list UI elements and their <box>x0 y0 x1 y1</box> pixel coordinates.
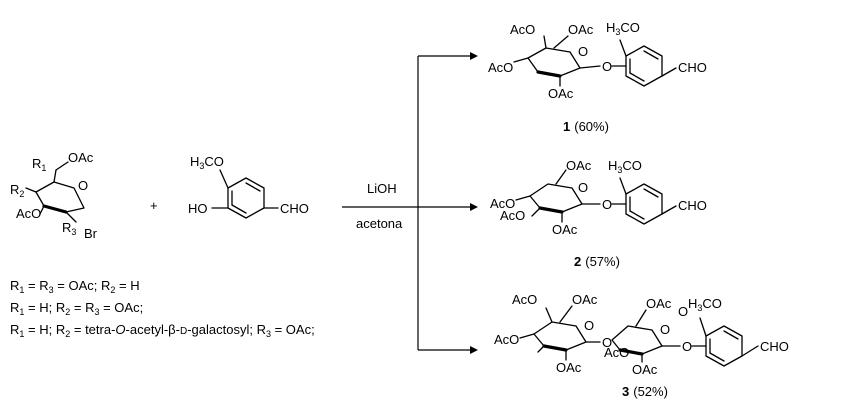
aldehyde-label: CHO <box>280 201 309 216</box>
p2-yield-label: 2(57%) <box>574 254 620 269</box>
p3-aco-top: AcO <box>512 292 537 307</box>
hydroxy-label: HO <box>188 201 208 216</box>
p2-oac-top: OAc <box>566 158 592 173</box>
p1-aco-left: AcO <box>488 60 513 75</box>
p1-yield-label: 1(60%) <box>563 119 609 134</box>
p3-ring-oxygen-2: O <box>660 322 670 337</box>
p3-glycosidic-oxygen: O <box>682 339 692 354</box>
product-2: OAc H3CO AcO AcO O O CHO OAc 2(57%) <box>490 158 707 269</box>
substituent-note-2: R1 = H; R2 = R3 = OAc; <box>10 300 143 317</box>
p1-methoxy: H3CO <box>606 20 640 37</box>
reactant-sugar: R1 OAc R2 O AcO R3 Br <box>10 150 98 241</box>
p2-ring-oxygen: O <box>578 180 588 195</box>
p3-oac-top-1: OAc <box>572 292 598 307</box>
substituent-note-1: R1 = R3 = OAc; R2 = H <box>10 278 140 295</box>
methoxy-label: H3CO <box>190 154 224 171</box>
r1-label: R1 <box>32 156 46 173</box>
p3-oac-bottom-2: OAc <box>632 362 658 377</box>
aco-label: AcO <box>16 206 41 221</box>
oac-label: OAc <box>68 150 94 165</box>
p1-oac-top: OAc <box>568 22 594 37</box>
p2-aldehyde: CHO <box>678 198 707 213</box>
substituent-note-3: R1 = H; R2 = tetra-O-acetyl-β-D-galactos… <box>10 322 315 339</box>
p2-aco-left-1: AcO <box>490 196 515 211</box>
reactant-vanillin: H3CO HO CHO <box>188 154 309 219</box>
p3-aco-left: AcO <box>494 332 519 347</box>
p2-aco-left-2: AcO <box>500 208 525 223</box>
p3-oac-top-2: OAc <box>646 296 672 311</box>
p1-glycosidic-oxygen: O <box>602 59 612 74</box>
p1-oac-bottom: OAc <box>548 86 574 101</box>
r2-label: R2 <box>10 182 24 199</box>
substituent-notes: R1 = R3 = OAc; R2 = H R1 = H; R2 = R3 = … <box>10 278 315 339</box>
reaction-arrows <box>342 52 478 354</box>
p2-glycosidic-oxygen: O <box>602 197 612 212</box>
br-label: Br <box>84 226 98 241</box>
p3-aco-mid: AcO <box>604 345 629 360</box>
r3-label: R3 <box>62 220 76 237</box>
p1-ring-oxygen: O <box>578 44 588 59</box>
p1-aldehyde: CHO <box>678 60 707 75</box>
p3-oac-bottom-1: OAc <box>556 360 582 375</box>
p3-interglycosidic-oxygen: O <box>602 335 612 350</box>
reagent-label: LiOH <box>367 181 397 196</box>
ring-oxygen-label: O <box>78 178 88 193</box>
p3-yield-label: 3(52%) <box>622 384 668 399</box>
p3-methoxy: H3CO <box>688 296 722 313</box>
p2-oac-bottom: OAc <box>552 222 578 237</box>
p3-ring-oxygen-3: O <box>678 304 688 319</box>
product-1: AcO OAc H3CO AcO O O CHO OAc 1(60%) <box>488 20 707 134</box>
solvent-label: acetona <box>356 216 403 231</box>
p3-aldehyde: CHO <box>760 339 789 354</box>
product-3: AcO OAc OAc H3CO AcO O O O AcO O O CHO O… <box>494 292 789 399</box>
p3-ring-oxygen-1: O <box>584 318 594 333</box>
plus-sign: + <box>150 198 158 213</box>
p2-methoxy: H3CO <box>608 158 642 175</box>
p1-aco-top: AcO <box>510 22 535 37</box>
